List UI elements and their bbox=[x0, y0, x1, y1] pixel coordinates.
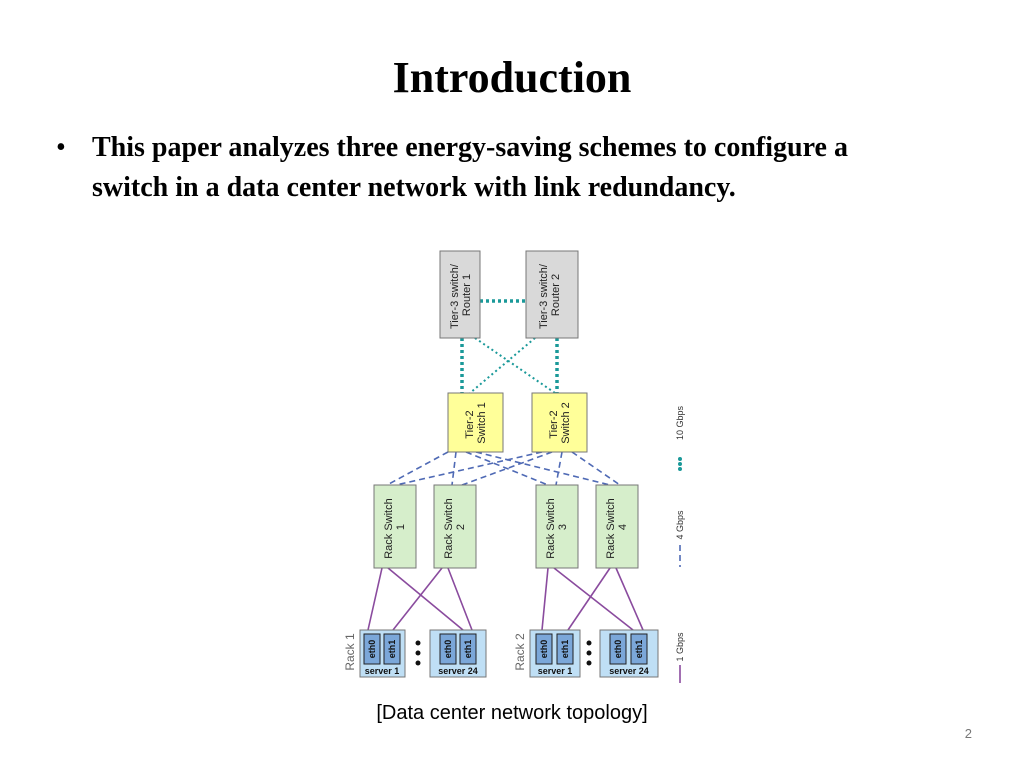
rack-switch-2: Rack Switch 2 bbox=[433, 484, 477, 569]
legend-label-10gbps: 10 Gbps bbox=[675, 405, 685, 440]
server-rack1-1: eth0 eth1 server 1 bbox=[359, 629, 406, 678]
legend: 10 Gbps 4 Gbps 1 Gbps bbox=[675, 405, 685, 683]
svg-text:Rack Switch 3: Rack Switch 3 bbox=[545, 495, 569, 559]
server-rack2-1: eth0 eth1 server 1 bbox=[529, 629, 581, 678]
svg-text:eth0: eth0 bbox=[443, 640, 453, 659]
links-1gbps bbox=[367, 567, 644, 631]
svg-text:Tier-3 switch/ Router 1: Tier-3 switch/ Router 1 bbox=[449, 261, 473, 329]
svg-text:Rack Switch 1: Rack Switch 1 bbox=[383, 495, 407, 559]
svg-text:eth0: eth0 bbox=[613, 640, 623, 659]
svg-text:eth0: eth0 bbox=[539, 640, 549, 659]
rack-label-2: Rack 2 bbox=[513, 633, 527, 671]
svg-text:eth1: eth1 bbox=[560, 640, 570, 659]
links-4gbps bbox=[386, 451, 621, 486]
svg-text:Tier-2 Switch 2: Tier-2 Switch 2 bbox=[548, 402, 572, 444]
svg-text:server 24: server 24 bbox=[609, 666, 649, 676]
server-rack2-24: eth0 eth1 server 24 bbox=[599, 629, 659, 678]
svg-text:server 1: server 1 bbox=[365, 666, 400, 676]
bullet-item: • This paper analyzes three energy-savin… bbox=[56, 128, 896, 208]
svg-text:Rack Switch 2: Rack Switch 2 bbox=[443, 495, 467, 559]
router-2: Tier-3 switch/ Router 2 bbox=[525, 250, 579, 339]
svg-text:eth1: eth1 bbox=[634, 640, 644, 659]
svg-text:Tier-2 Switch 1: Tier-2 Switch 1 bbox=[464, 402, 488, 444]
figure-caption: [Data center network topology] bbox=[376, 702, 648, 724]
svg-text:Rack Switch 4: Rack Switch 4 bbox=[605, 495, 629, 559]
network-topology-diagram: Tier-3 switch/ Router 1 Tier-3 switch/ R… bbox=[343, 250, 685, 683]
rack-label-1: Rack 1 bbox=[343, 633, 357, 671]
slide-title: Introduction bbox=[392, 53, 632, 102]
svg-text:eth1: eth1 bbox=[463, 640, 473, 659]
svg-text:eth1: eth1 bbox=[387, 640, 397, 659]
links-10gbps bbox=[460, 299, 559, 394]
tier2-switch-2: Tier-2 Switch 2 bbox=[531, 392, 588, 453]
ellipsis-dots-rack2 bbox=[586, 640, 592, 666]
rack-switch-1: Rack Switch 1 bbox=[373, 484, 417, 569]
ellipsis-dots-rack1 bbox=[415, 640, 421, 666]
rack-switch-4: Rack Switch 4 bbox=[595, 484, 639, 569]
legend-label-1gbps: 1 Gbps bbox=[675, 632, 685, 662]
router-1: Tier-3 switch/ Router 1 bbox=[439, 250, 481, 339]
server-rack1-24: eth0 eth1 server 24 bbox=[429, 629, 487, 678]
svg-text:eth0: eth0 bbox=[367, 640, 377, 659]
page-number: 2 bbox=[964, 726, 972, 741]
rack-switch-3: Rack Switch 3 bbox=[535, 484, 579, 569]
bullet-text: This paper analyzes three energy-saving … bbox=[92, 132, 848, 203]
legend-label-4gbps: 4 Gbps bbox=[675, 510, 685, 540]
svg-text:server 24: server 24 bbox=[438, 666, 478, 676]
svg-text:Tier-3 switch/ Router 2: Tier-3 switch/ Router 2 bbox=[538, 261, 562, 329]
tier2-switch-1: Tier-2 Switch 1 bbox=[447, 392, 504, 453]
bullet-dot: • bbox=[56, 132, 66, 163]
svg-text:server 1: server 1 bbox=[538, 666, 573, 676]
